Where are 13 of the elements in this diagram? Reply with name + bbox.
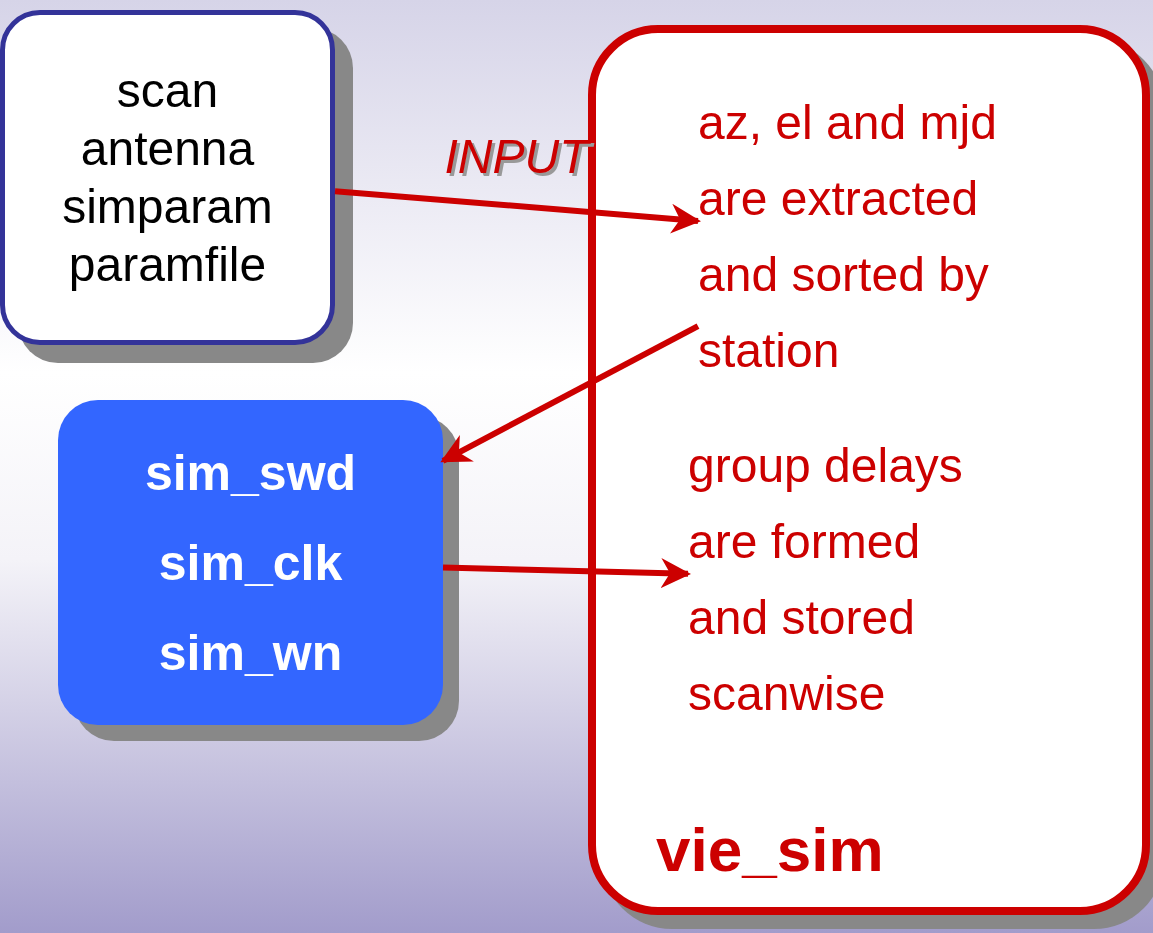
box-text: scan [116,62,219,119]
box-text: sim_clk [158,533,343,593]
box-text: sim_swd [144,443,357,503]
step-text: group delays are formed and stored scanwise [688,428,1013,728]
step-text: az, el and mjd are extracted and sorted by station [698,85,1043,385]
panel-title: vie_sim [656,814,884,885]
box-text: paramfile [68,236,267,293]
arrow [442,558,691,589]
box-text: simparam [62,178,273,235]
box-text: sim_wn [158,623,343,683]
arrow [440,323,700,464]
box-text: antenna [80,120,255,177]
arrow [334,188,701,234]
